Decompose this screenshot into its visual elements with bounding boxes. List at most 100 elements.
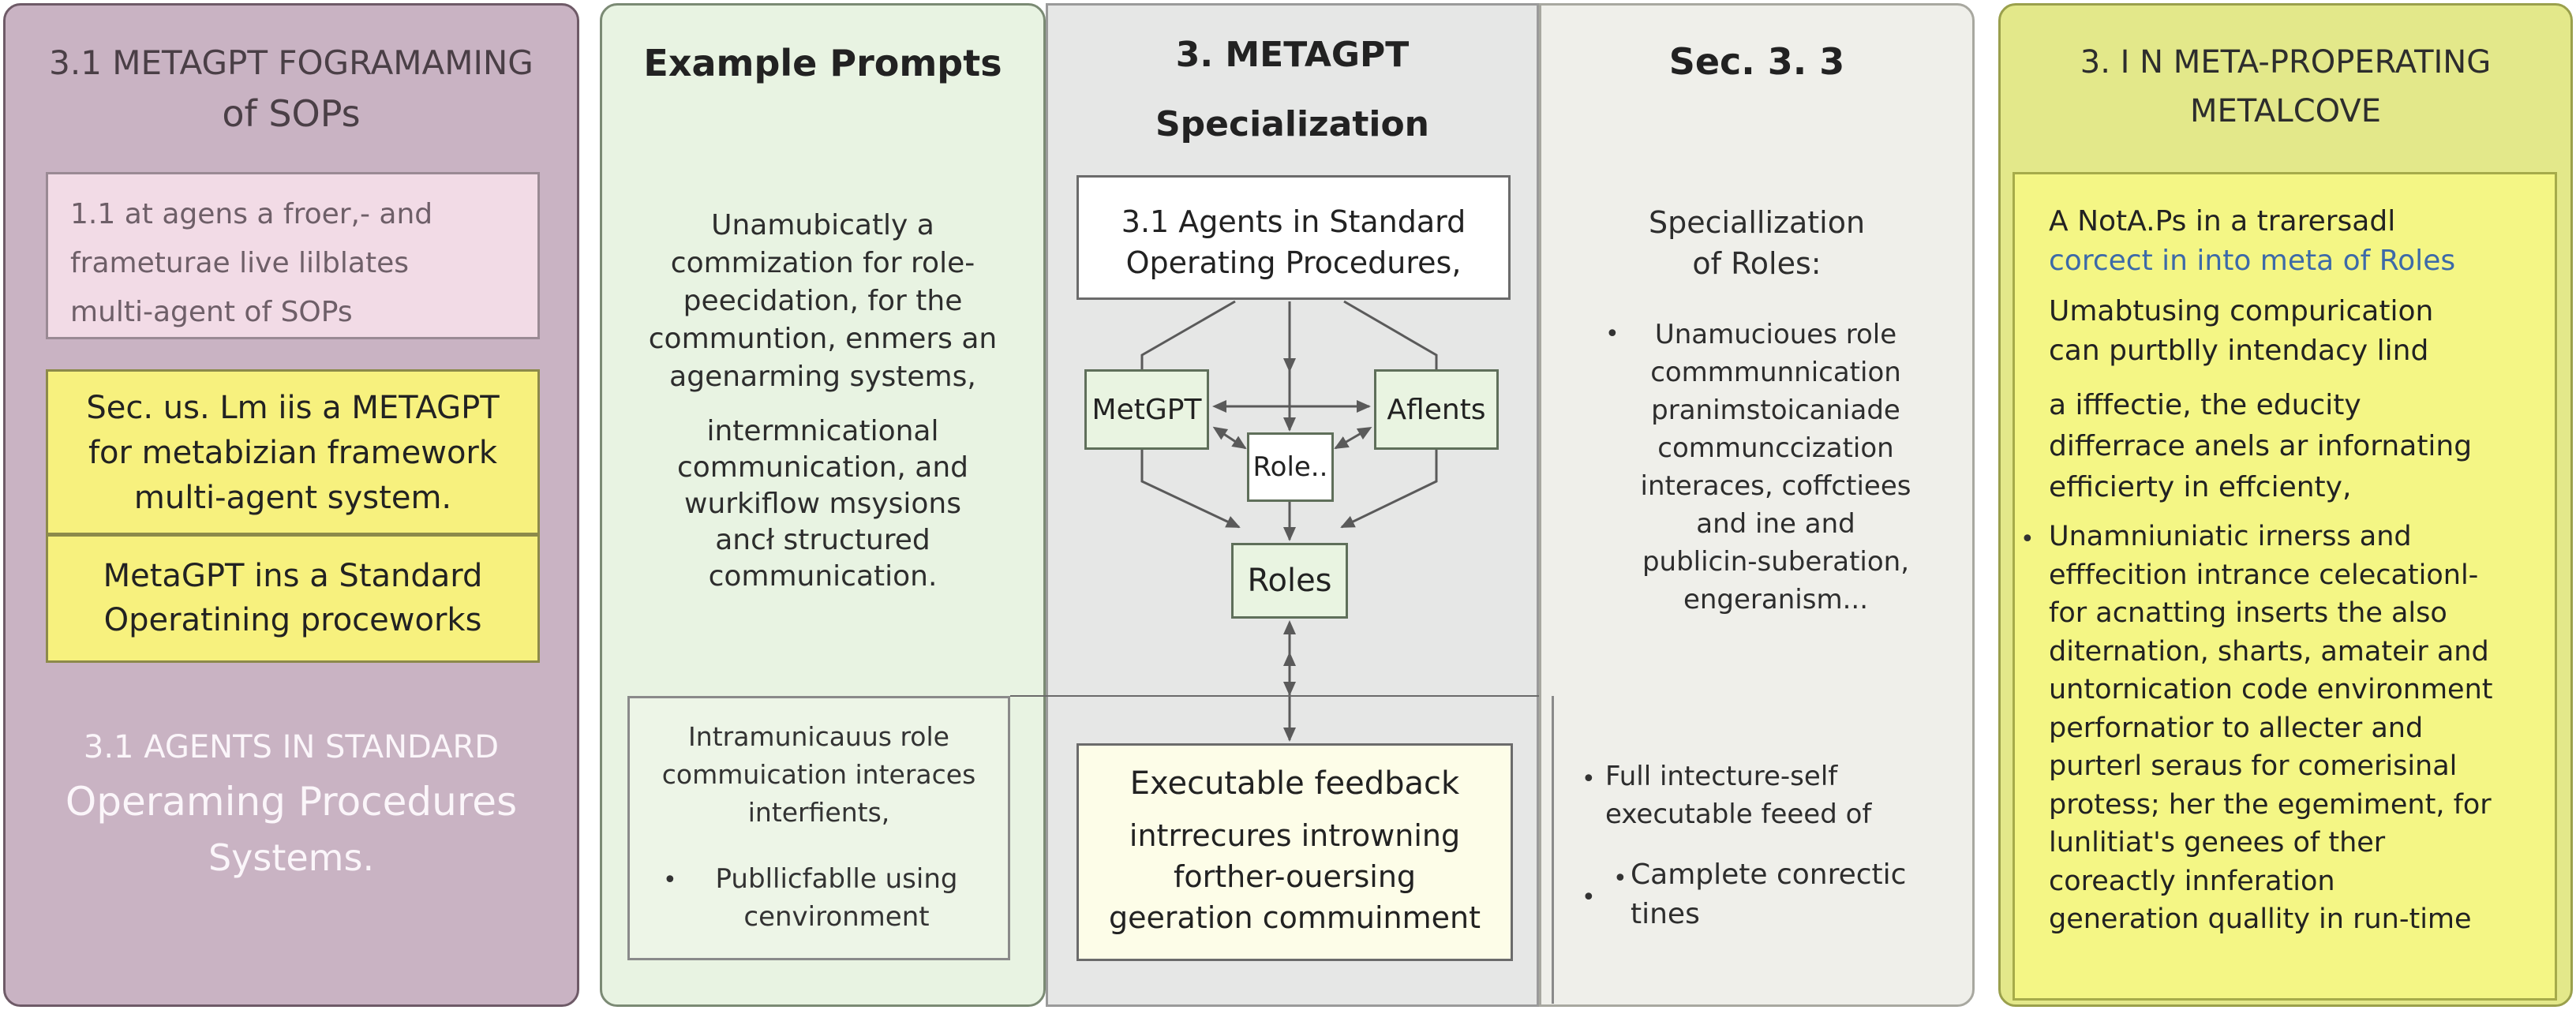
col2-box-bullet-dot: • — [663, 866, 677, 894]
col4-bottom-bullet-line: Full intecture-self — [1605, 761, 1838, 792]
yellow-box-line: Sec. us. Lm iis a METAGPT — [86, 390, 500, 426]
col2-box-bullet-line: Publlicfablle using — [715, 863, 958, 895]
node-role: Role.. — [1247, 432, 1334, 502]
col4-bullet-line: and ine and — [1696, 508, 1855, 540]
col5-bullet-line: generation quallity in run-time — [2049, 903, 2472, 935]
col5-bullet-line: protess; her the egemiment, for — [2049, 788, 2492, 821]
pink-box-line: frameturae live lilblates — [70, 247, 409, 279]
col5-bullet-line: diternation, sharts, amateir and — [2049, 635, 2489, 668]
col5-title: 3. I N META-PROPERATING METALCOVE — [1998, 38, 2573, 136]
col4-bullet-line: commmunnication — [1650, 357, 1901, 388]
col5-bullet-para: Unamniuniatic irnerss and efffecition in… — [2049, 518, 2554, 939]
col4-bullet-line: engeranism... — [1683, 584, 1869, 615]
col4-bottom-bullet-line: Camplete conrectic — [1631, 858, 1907, 891]
col5-bullet-line: Unamniuniatic irnerss and — [2049, 521, 2412, 552]
col3-feedback-box: Executable feedback intrrecures introwni… — [1076, 743, 1513, 961]
feedback-title: Executable feedback — [1129, 765, 1460, 802]
pink-box-line: multi-agent of SOPs — [70, 296, 353, 328]
col1-footer: 3.1 AGENTS IN STANDARD Operaming Procedu… — [3, 723, 579, 884]
col4-bullet-line: pranimstoicaniade — [1651, 395, 1900, 426]
col2-title: Example Prompts — [643, 42, 1002, 84]
col3-title: 3. METAGPT Specialization — [1046, 32, 1539, 148]
col4-subtitle-line: of Roles: — [1692, 246, 1822, 281]
connector-top-right — [1343, 300, 1438, 369]
col2-bottom-box — [627, 696, 1010, 960]
col4-subtitle: Speciallization of Roles: — [1539, 202, 1975, 284]
col5-title-line1: 3. I N META-PROPERATING — [2080, 44, 2492, 80]
col5-para1-line: Umabtusing compurication — [2049, 295, 2434, 327]
col2-para2-line: communication. — [708, 560, 938, 593]
feedback-body-line: forther-ouersing — [1173, 859, 1417, 894]
col4-bottom-bullet-dot: • — [1613, 865, 1627, 892]
col2-para2-line: communication, and — [676, 451, 969, 484]
yellow-box-line: for metabizian framework — [88, 435, 498, 471]
pink-box-line: 1.1 at agens a froer,- and — [70, 198, 433, 230]
col5-line2-link[interactable]: corcect in into meta of Roles — [2049, 245, 2456, 277]
col3-top-box-line: 3.1 Agents in Standard — [1121, 204, 1466, 239]
col4-bullet-list: Unamucioues role commmunnication pranims… — [1610, 316, 1941, 619]
col2-para1-line: commization for role- — [670, 247, 975, 279]
col5-para2-line: efficierty in effcienty, — [2049, 471, 2352, 503]
col5-bullet-line: coreactly innferation — [2049, 865, 2335, 897]
node-metgpt: MetGPT — [1084, 369, 1209, 450]
yellow-box-line: Operatining proceworks — [103, 602, 482, 638]
col5-bullet-line: lunlitiat's genees of ther — [2049, 827, 2386, 858]
col1-pink-box: 1.1 at agens a froer,- and frameturae li… — [46, 172, 540, 339]
col4-bottom-bullet-dot: • — [1582, 884, 1596, 911]
col4-bottom-bullet-dot: • — [1582, 765, 1596, 793]
col5-para2: a ifffectie, the educity differrace anel… — [2049, 385, 2538, 508]
connector-aflents-role — [1334, 426, 1372, 450]
connector-right-roles — [1340, 450, 1438, 529]
col1-footer-line3: Systems. — [208, 836, 375, 879]
col4-bullet-dot: • — [1605, 320, 1619, 348]
col5-bullet-line: untornication code environment — [2049, 674, 2493, 705]
col2-box-bullet-line: cenvironment — [743, 901, 930, 933]
col1-yellow-box-a: Sec. us. Lm iis a METAGPT for metabizian… — [46, 369, 540, 535]
col4-bottom-bullet-line: tines — [1631, 898, 1700, 930]
yellow-box-line: MetaGPT ins a Standard — [103, 558, 483, 594]
col5-para1: Umabtusing compurication can purtblly in… — [2049, 292, 2538, 371]
col5-inner-box — [2012, 172, 2557, 1001]
col4-bottom-bullet-1: Full intecture-self executable feeed of — [1605, 758, 1953, 833]
col5-para1-line: can purtblly intendacy lind — [2049, 335, 2429, 367]
col2-para1-line: agenarming systems, — [669, 361, 976, 393]
col4-subtitle-line: Speciallization — [1648, 205, 1866, 240]
col1-footer-line2: Operaming Procedures — [65, 779, 518, 825]
col1-yellow-box-b: MetaGPT ins a Standard Operatining proce… — [46, 535, 540, 663]
col2-para2-line: wurkiflow msysions — [684, 488, 961, 520]
col3-title-line2: Specialization — [1155, 104, 1429, 144]
col2-box-line: commuication interaces — [661, 759, 976, 790]
col3-title-line1: 3. METAGPT — [1175, 35, 1410, 75]
col1-footer-line1: 3.1 AGENTS IN STANDARD — [83, 729, 500, 765]
col5-para2-line: differrace anels ar infornating — [2049, 430, 2473, 462]
col2-para2-line: intermnicational — [706, 415, 939, 447]
col5-bullet-dot: • — [2020, 526, 2035, 553]
col3-top-box: 3.1 Agents in Standard Operating Procedu… — [1076, 175, 1511, 300]
col4-bullet-line: interaces, coffctiees — [1640, 470, 1911, 502]
yellow-box-line: multi-agent system. — [133, 480, 452, 516]
feedback-body-line: geeration commuinment — [1109, 900, 1481, 935]
col5-bullet-line: for acnatting inserts the also — [2049, 597, 2447, 629]
col2-para1-line: communtion, enmers an — [648, 323, 998, 355]
col4-title: Sec. 3. 3 — [1668, 40, 1845, 83]
col2-paragraph-2: intermnicational communication, and wurk… — [600, 413, 1046, 595]
col4-bullet-line: Unamucioues role — [1654, 319, 1897, 350]
feedback-body: intrrecures introwning forther-ouersing … — [1079, 815, 1511, 938]
col2-bottom-box-text: Intramunicauus role commuication interac… — [627, 718, 1010, 832]
col4-bullet-line: communccization — [1657, 432, 1894, 464]
col2-para1-line: peecidation, for the — [683, 285, 963, 317]
col1-title: 3.1 METAGPT FOGRAMAMING of SOPs — [3, 38, 579, 139]
connector-metgpt-role — [1212, 426, 1247, 450]
col5-intro: A NotA.Ps in a trarersadl corcect in int… — [2049, 202, 2538, 281]
col5-bullet-line: purterl seraus for comerisinal — [2049, 750, 2458, 782]
col4-bullet-line: publicin-suberation, — [1642, 546, 1910, 578]
col2-box-line: interfients, — [747, 797, 890, 828]
node-roles: Roles — [1231, 543, 1348, 619]
col2-box-line: Intramunicauus role — [688, 721, 949, 752]
col1-title-line2: of SOPs — [222, 92, 361, 135]
col2-para2-line: ancł structured — [715, 524, 930, 556]
col5-title-line2: METALCOVE — [2189, 93, 2382, 129]
feedback-body-line: intrrecures introwning — [1129, 818, 1461, 853]
col4-bottom-bullet-2: Camplete conrectic tines — [1631, 855, 1962, 934]
col4-bottom-bullet-line: executable feeed of — [1605, 799, 1872, 830]
